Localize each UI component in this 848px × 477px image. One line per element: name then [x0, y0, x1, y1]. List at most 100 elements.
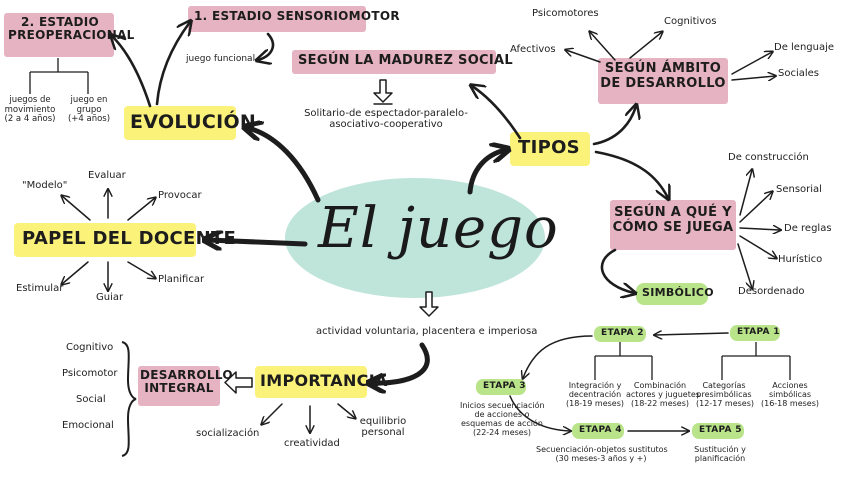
hollow-arrow-madurez [373, 79, 393, 103]
ambito-item-cognitivos: Cognitivos [664, 16, 717, 27]
etapa2-item-a: Integración y decentración (18-19 meses) [562, 381, 628, 409]
como-item-sensorial: Sensorial [776, 184, 822, 195]
ambito-item-psicomotores: Psicomotores [532, 8, 599, 19]
hollow-arrow-desarrollo [224, 371, 253, 394]
docente-item-guiar: Guiar [96, 292, 124, 303]
group-line-3: (+4 años) [67, 114, 111, 125]
stage1-note: juego funcional [186, 54, 256, 64]
area-emocional: Emocional [62, 420, 114, 431]
docente-item-modelo: "Modelo" [22, 180, 68, 191]
docente-item-estimular: Estimular [16, 283, 64, 294]
arrow-como-construccion [739, 170, 752, 216]
arrow-docente-modelo [62, 196, 91, 221]
arrow-docente-estimular [62, 261, 89, 284]
arrow-to-importancia [372, 342, 430, 383]
tipos-highlight [510, 132, 590, 166]
e1a-line-3: (12-17 meses) [696, 398, 755, 408]
simbolico-highlight [636, 283, 708, 305]
brace-areas [121, 341, 137, 457]
area-psicomotor: Psicomotor [62, 368, 118, 379]
e3-line-4: (22-24 meses) [472, 427, 531, 437]
ambito-item-sociales: Sociales [778, 68, 820, 79]
outcome-creatividad: creatividad [284, 438, 340, 449]
area-cognitivo: Cognitivo [66, 342, 114, 353]
e1a-line-2: presimbólicas [696, 389, 752, 399]
outcome-equilibrio: equilibrio personal [352, 416, 414, 438]
como-item-desordenado: Desordenado [738, 286, 805, 297]
e2a-line-3: (18-19 meses) [565, 398, 624, 408]
movement-play: juegos de movimiento (2 a 4 años) [0, 95, 60, 125]
arrow-ambito-lenguaje [731, 52, 772, 75]
arrow-docente-provocar [127, 198, 155, 221]
arrow-ambito-sociales [731, 76, 775, 80]
arrow-to-tipos [467, 150, 505, 195]
arrow-stage1-note [258, 32, 275, 60]
stage1-title: 1. ESTADIO SENSORIOMOTOR [194, 9, 400, 23]
arrow-tipos-como [594, 150, 668, 198]
etapa5-label: ETAPA 5 [699, 425, 742, 435]
equilibrio-line-1: equilibrio [359, 416, 407, 427]
madurez-detail-line-2: asociativo-cooperativo [329, 119, 443, 131]
e4-line-1: Secuenciación-objetos sustitutos [536, 445, 668, 454]
e5-line-1: Sustitución y [694, 445, 746, 454]
e3-line-2: de acciones o [474, 409, 530, 419]
hollow-arrow-definition [419, 291, 439, 317]
madurez-highlight [292, 50, 496, 74]
ambito-line-1: SEGÚN ÁMBITO [604, 61, 722, 76]
docente-highlight [14, 223, 196, 257]
ambito-item-lenguaje: De lenguaje [774, 42, 835, 53]
e2b-line-2: actores y juguetes [626, 389, 700, 399]
e2b-line-1: Combinación [633, 381, 687, 390]
evolucion-title: EVOLUCIÓN [130, 111, 257, 133]
como-item-construccion: De construcción [728, 152, 809, 163]
como-highlight [610, 200, 736, 250]
etapa1-label: ETAPA 1 [737, 327, 780, 337]
arrow-docente-planificar [127, 261, 155, 278]
etapa4-item: Secuenciación-objetos sustitutos (30 mes… [536, 445, 668, 464]
movement-line-3: (2 a 4 años) [4, 114, 56, 125]
ambito-title: SEGÚN ÁMBITO DE DESARROLLO [600, 61, 726, 91]
arrow-como-reglas [739, 228, 780, 230]
e4-line-2: (30 meses-3 años y +) [555, 453, 647, 463]
e3-line-3: esquemas de acción [461, 418, 543, 428]
arrow-como-sensorial [739, 192, 772, 223]
etapa1-item-a: Categorías presimbólicas (12-17 meses) [696, 381, 755, 409]
stage2-title: 2. ESTADIO PREOPERACIONAL [8, 15, 134, 43]
e2a-line-1: Integración y [568, 381, 622, 390]
branch-stage2 [29, 58, 89, 94]
docente-title: PAPEL DEL DOCENTE [22, 228, 237, 249]
etapa3-highlight [476, 379, 526, 395]
docente-item-provocar: Provocar [158, 190, 202, 201]
desarrollo-line-2: INTEGRAL [144, 381, 214, 396]
como-item-huristico: Hurístico [778, 254, 823, 265]
evolucion-highlight [124, 106, 236, 140]
group-play: juego en grupo (+4 años) [62, 95, 116, 125]
arrow-tipos-ambito [592, 106, 636, 146]
como-title: SEGÚN A QUÉ Y CÓMO SE JUEGA [612, 205, 734, 235]
desarrollo-highlight [138, 366, 220, 406]
e3-line-1: Inicios secuenciación [460, 401, 545, 410]
stage2-line-1: 2. ESTADIO [20, 15, 100, 29]
desarrollo-line-1: DESARROLLO [140, 368, 233, 382]
arrow-to-docente [208, 240, 308, 244]
etapa4-highlight [572, 423, 624, 439]
arrow-evolucion-stage1 [155, 22, 190, 106]
e1a-line-1: Categorías [702, 381, 746, 390]
etapa1-item-b: Acciones simbólicas (16-18 meses) [760, 381, 820, 409]
etapa5-item: Sustitución y planificación [690, 445, 750, 464]
arrow-etapa3-etapa4 [509, 395, 570, 431]
e1b-line-1: Acciones [772, 381, 808, 390]
arrow-importancia-equilibrio [337, 403, 355, 418]
definition-text: actividad voluntaria, placentera e imper… [316, 326, 538, 337]
arrow-como-desordenado [737, 243, 752, 288]
desarrollo-title: DESARROLLO INTEGRAL [140, 368, 233, 396]
arrow-ambito-cognitivos [629, 32, 662, 59]
docente-item-planificar: Planificar [158, 274, 205, 285]
importancia-highlight [255, 366, 367, 398]
arrow-ambito-psicomotores [590, 32, 616, 61]
branch-etapa1 [721, 342, 791, 380]
arrow-to-evolucion [248, 128, 321, 203]
branch-etapa2 [594, 342, 653, 380]
